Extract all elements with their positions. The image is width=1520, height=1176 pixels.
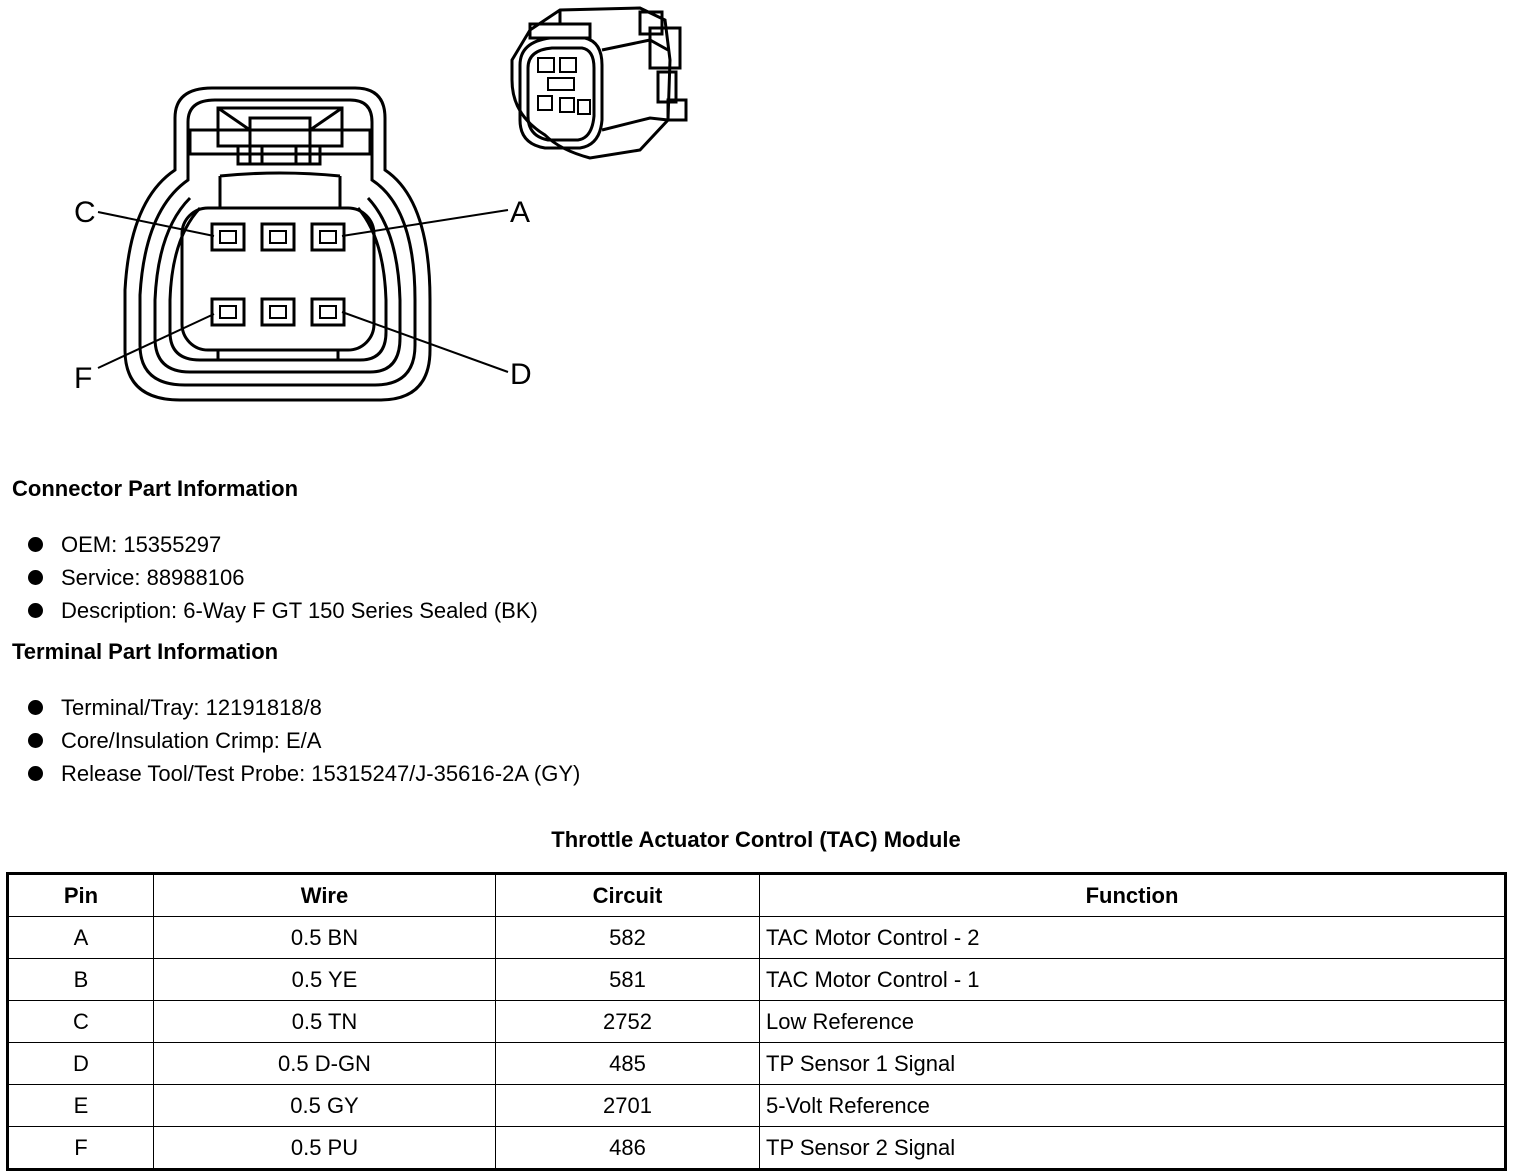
function-cell: TAC Motor Control - 2 — [759, 916, 1506, 959]
pin-cell: E — [7, 1084, 154, 1127]
terminal-cavities — [210, 222, 346, 327]
terminal-info-text: Terminal/Tray: 12191818/8 — [61, 695, 322, 720]
connector-part-info-heading: Connector Part Information — [12, 476, 299, 501]
pin-table: Pin Wire Circuit Function A 0.5 BN 582 T… — [6, 872, 1507, 1171]
connector-info-text: Description: 6-Way F GT 150 Series Seale… — [61, 598, 538, 623]
pin-label-c: C — [74, 196, 96, 229]
pin-cell: A — [7, 916, 154, 959]
list-item: OEM: 15355297 — [28, 528, 538, 561]
bullet-icon — [28, 766, 43, 781]
connector-isometric-illustration — [510, 6, 688, 160]
connector-face-diagram: C A F D — [74, 6, 688, 402]
pin-cell: B — [7, 958, 154, 1001]
list-item: Core/Insulation Crimp: E/A — [28, 724, 580, 757]
connector-info-text: OEM: 15355297 — [61, 532, 222, 557]
terminal-info-text: Core/Insulation Crimp: E/A — [61, 728, 322, 753]
list-item: Terminal/Tray: 12191818/8 — [28, 691, 580, 724]
table-row: F 0.5 PU 486 TP Sensor 2 Signal — [7, 1126, 1506, 1170]
circuit-cell: 2752 — [495, 1000, 760, 1043]
bullet-icon — [28, 700, 43, 715]
pin-leader-lines — [97, 209, 509, 373]
bullet-icon — [28, 603, 43, 618]
function-cell: Low Reference — [759, 1000, 1506, 1043]
connector-housing — [123, 86, 432, 402]
terminal-info-text: Release Tool/Test Probe: 15315247/J-3561… — [61, 761, 581, 786]
pin-cell: D — [7, 1042, 154, 1085]
pin-label-a: A — [510, 196, 530, 229]
pin-label-f: F — [74, 362, 92, 395]
pin-label-d: D — [510, 358, 532, 391]
column-header-pin: Pin — [7, 873, 154, 917]
connector-info-text: Service: 88988106 — [61, 565, 245, 590]
table-row: C 0.5 TN 2752 Low Reference — [7, 1000, 1506, 1043]
circuit-cell: 485 — [495, 1042, 760, 1085]
wire-cell: 0.5 GY — [153, 1084, 496, 1127]
list-item: Release Tool/Test Probe: 15315247/J-3561… — [28, 757, 580, 790]
table-title: Throttle Actuator Control (TAC) Module — [551, 827, 961, 852]
pin-cell: F — [7, 1126, 154, 1170]
function-cell: TP Sensor 2 Signal — [759, 1126, 1506, 1170]
column-header-function: Function — [759, 873, 1506, 917]
table-row: A 0.5 BN 582 TAC Motor Control - 2 — [7, 916, 1506, 959]
terminal-part-info-list: Terminal/Tray: 12191818/8 Core/Insulatio… — [28, 691, 580, 790]
bullet-icon — [28, 570, 43, 585]
wire-cell: 0.5 YE — [153, 958, 496, 1001]
column-header-circuit: Circuit — [495, 873, 760, 917]
table-header-row: Pin Wire Circuit Function — [7, 873, 1506, 917]
table-row: E 0.5 GY 2701 5-Volt Reference — [7, 1084, 1506, 1127]
bullet-icon — [28, 537, 43, 552]
function-cell: 5-Volt Reference — [759, 1084, 1506, 1127]
circuit-cell: 2701 — [495, 1084, 760, 1127]
circuit-cell: 581 — [495, 958, 760, 1001]
table-row: D 0.5 D-GN 485 TP Sensor 1 Signal — [7, 1042, 1506, 1085]
list-item: Service: 88988106 — [28, 561, 538, 594]
bullet-icon — [28, 733, 43, 748]
wire-cell: 0.5 D-GN — [153, 1042, 496, 1085]
terminal-part-info-heading: Terminal Part Information — [12, 639, 279, 664]
function-cell: TAC Motor Control - 1 — [759, 958, 1506, 1001]
wire-cell: 0.5 BN — [153, 916, 496, 959]
wire-cell: 0.5 PU — [153, 1126, 496, 1170]
function-cell: TP Sensor 1 Signal — [759, 1042, 1506, 1085]
circuit-cell: 486 — [495, 1126, 760, 1170]
table-row: B 0.5 YE 581 TAC Motor Control - 1 — [7, 958, 1506, 1001]
wire-cell: 0.5 TN — [153, 1000, 496, 1043]
list-item: Description: 6-Way F GT 150 Series Seale… — [28, 594, 538, 627]
circuit-cell: 582 — [495, 916, 760, 959]
column-header-wire: Wire — [153, 873, 496, 917]
pin-cell: C — [7, 1000, 154, 1043]
connector-part-info-list: OEM: 15355297 Service: 88988106 Descript… — [28, 528, 538, 627]
